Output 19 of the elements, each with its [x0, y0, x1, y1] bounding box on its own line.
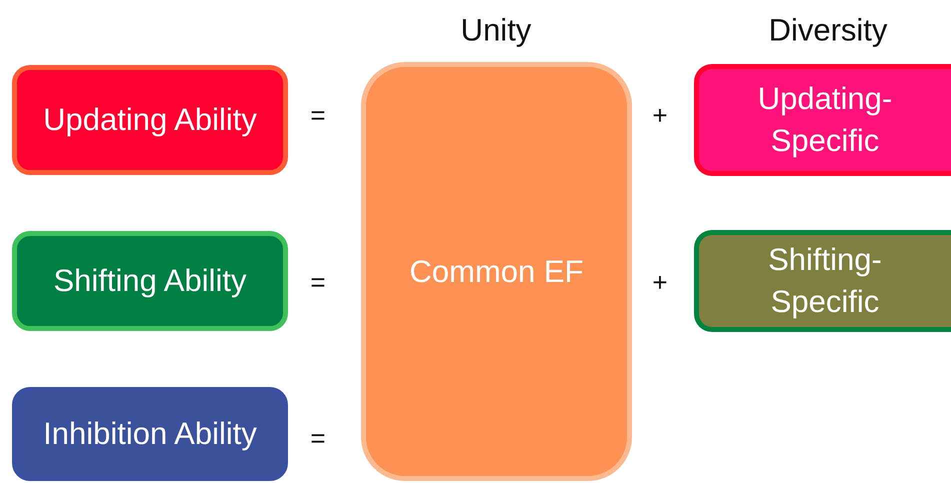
ability-box: [12, 65, 288, 175]
box-label: Shifting Ability: [52, 262, 248, 300]
equals-sign: =: [310, 425, 326, 451]
ability-box: [12, 231, 288, 331]
equals-sign: =: [310, 269, 326, 295]
box-label: Shifting-Specific: [767, 241, 883, 321]
equals-sign: =: [310, 102, 326, 128]
box-label: Updating-Specific: [756, 80, 894, 160]
column-heading: Unity: [460, 14, 532, 46]
plus-sign: +: [652, 269, 668, 295]
plus-sign: +: [652, 102, 668, 128]
box-label: Common EF: [408, 252, 584, 290]
box-label: Updating Ability: [42, 101, 258, 139]
box-label: Inhibition Ability: [42, 415, 258, 453]
ability-box: [694, 64, 951, 176]
central-panel: [361, 62, 632, 481]
ability-box: [694, 230, 951, 332]
column-heading: Diversity: [768, 14, 888, 46]
ability-box: [12, 387, 288, 481]
